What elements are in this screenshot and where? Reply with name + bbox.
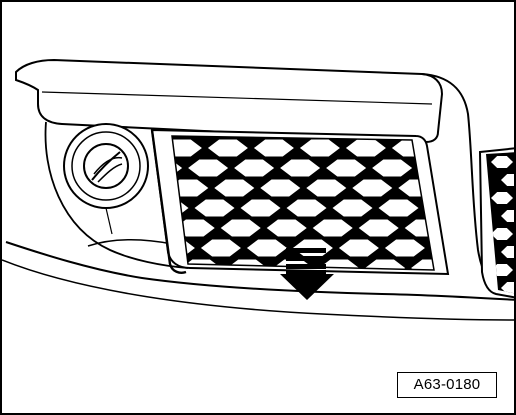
adjacent-grille-cell	[491, 228, 513, 240]
grille-cell	[345, 139, 386, 157]
grille-cell	[253, 280, 293, 297]
grille-cell	[437, 280, 477, 297]
grille-cell	[312, 219, 353, 237]
adjacent-grille-cell	[491, 264, 513, 276]
grille-cell	[260, 179, 301, 197]
grille-cell	[378, 199, 419, 217]
fog-lamp-housing	[44, 121, 189, 269]
grille-cell	[172, 139, 202, 157]
grille-cell	[220, 219, 261, 237]
grille-cell	[240, 199, 281, 217]
grille-cell	[384, 239, 425, 257]
grille-cell	[280, 159, 321, 177]
grille-cell	[372, 159, 413, 177]
adjacent-grille-cell	[501, 246, 514, 258]
grille-cell	[253, 139, 294, 157]
grille-cell	[207, 139, 248, 157]
grille-cell	[246, 239, 287, 257]
grille-cell	[129, 220, 169, 237]
adjacent-grille-cell	[501, 174, 514, 186]
grille-cell	[266, 219, 307, 237]
adjacent-grille	[478, 147, 514, 299]
arrow-down-icon	[280, 248, 334, 300]
grille-cell	[194, 199, 235, 217]
grille-cell	[234, 159, 275, 177]
grille-cell	[200, 239, 241, 257]
grille-cell	[444, 180, 484, 197]
figure-reference-code: A63-0180	[397, 372, 497, 398]
grille-cell	[188, 159, 229, 177]
adjacent-grille-cell	[501, 210, 514, 222]
grille-cell	[332, 199, 373, 217]
grille-cell	[404, 219, 434, 237]
grille-cell	[338, 239, 379, 257]
fog-lamp-housing-inner	[87, 239, 173, 247]
grille-cell	[286, 199, 327, 217]
grille-cell	[214, 179, 255, 197]
bumper-lower-contour	[5, 241, 514, 301]
bumper-upper-trim	[15, 58, 444, 144]
adjacent-grille-cell	[491, 192, 513, 204]
grille-frame-inner	[171, 135, 435, 271]
adjacent-grille-cell	[501, 282, 514, 294]
grille-cell	[365, 259, 406, 270]
fog-lamp-icon	[63, 123, 149, 235]
grille-cell	[352, 179, 393, 197]
grille-cell	[411, 259, 434, 270]
grille-cell	[358, 219, 399, 237]
grille-frame-left-edge	[150, 129, 187, 274]
grille-cell	[299, 139, 340, 157]
bumper-lower-body-line	[2, 259, 514, 321]
grille-cell	[326, 159, 367, 177]
grille-cell	[306, 179, 347, 197]
bumper-trim-inner-line	[41, 91, 433, 105]
adjacent-grille-cell	[491, 156, 513, 168]
